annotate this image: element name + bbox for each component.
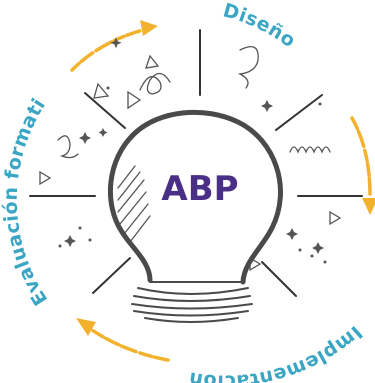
- sparkles: [58, 37, 327, 264]
- squiggle-upper-left: [139, 72, 171, 95]
- dot-1: [78, 226, 82, 230]
- cycle-arrows: [70, 20, 375, 362]
- arrowhead-bottom-left: [76, 318, 96, 336]
- triangle-doodle-3: [145, 54, 160, 69]
- arrowhead-right: [362, 198, 375, 215]
- ray-bottom-right: [261, 261, 297, 297]
- ray-top-right: [275, 94, 323, 131]
- bulb-base-ring-3: [131, 303, 253, 310]
- star-2: [261, 100, 273, 112]
- dot-7: [318, 102, 322, 106]
- coil-right: [289, 146, 331, 154]
- doodles: [39, 46, 342, 272]
- light-bulb: [108, 109, 283, 323]
- bulb-base-ring-1: [137, 287, 249, 295]
- light-rays: [29, 29, 363, 297]
- ray-top-left: [84, 92, 126, 129]
- bulb-base-ring-2: [133, 295, 251, 302]
- star-7: [64, 235, 76, 247]
- triangle-doodle-1: [93, 82, 110, 99]
- bulb-base-bottom: [144, 317, 239, 323]
- label-implementation: Implementación: [187, 321, 366, 383]
- dot-3: [58, 244, 62, 248]
- star-3: [79, 132, 91, 144]
- triangle-doodle-5: [329, 210, 342, 226]
- arrow-bottom-left: [90, 328, 170, 362]
- squiggle-upper-right: [237, 46, 259, 89]
- dot-4: [298, 248, 302, 252]
- triangle-doodle-2: [127, 90, 142, 110]
- bulb-glass: [108, 109, 283, 285]
- curl-left: [57, 135, 79, 159]
- arrow-right: [350, 116, 372, 197]
- triangle-doodle-4: [39, 170, 52, 186]
- dot-8: [106, 86, 110, 90]
- bulb-hatching: [117, 165, 151, 243]
- star-1: [110, 37, 122, 49]
- star-4: [98, 128, 108, 137]
- arrow-top-left: [70, 28, 145, 72]
- ray-bottom-left: [92, 257, 131, 294]
- bulb-base-ring-4: [133, 310, 249, 317]
- star-6: [312, 242, 324, 254]
- star-5: [286, 228, 298, 240]
- dot-6: [323, 260, 327, 264]
- label-design: Diseño: [221, 0, 300, 52]
- center-label: ABP: [161, 169, 238, 209]
- label-evaluation: Evaluación formativa: [0, 0, 52, 309]
- dot-2: [88, 238, 92, 242]
- dot-5: [310, 254, 314, 258]
- arrowhead-top-left: [140, 20, 158, 36]
